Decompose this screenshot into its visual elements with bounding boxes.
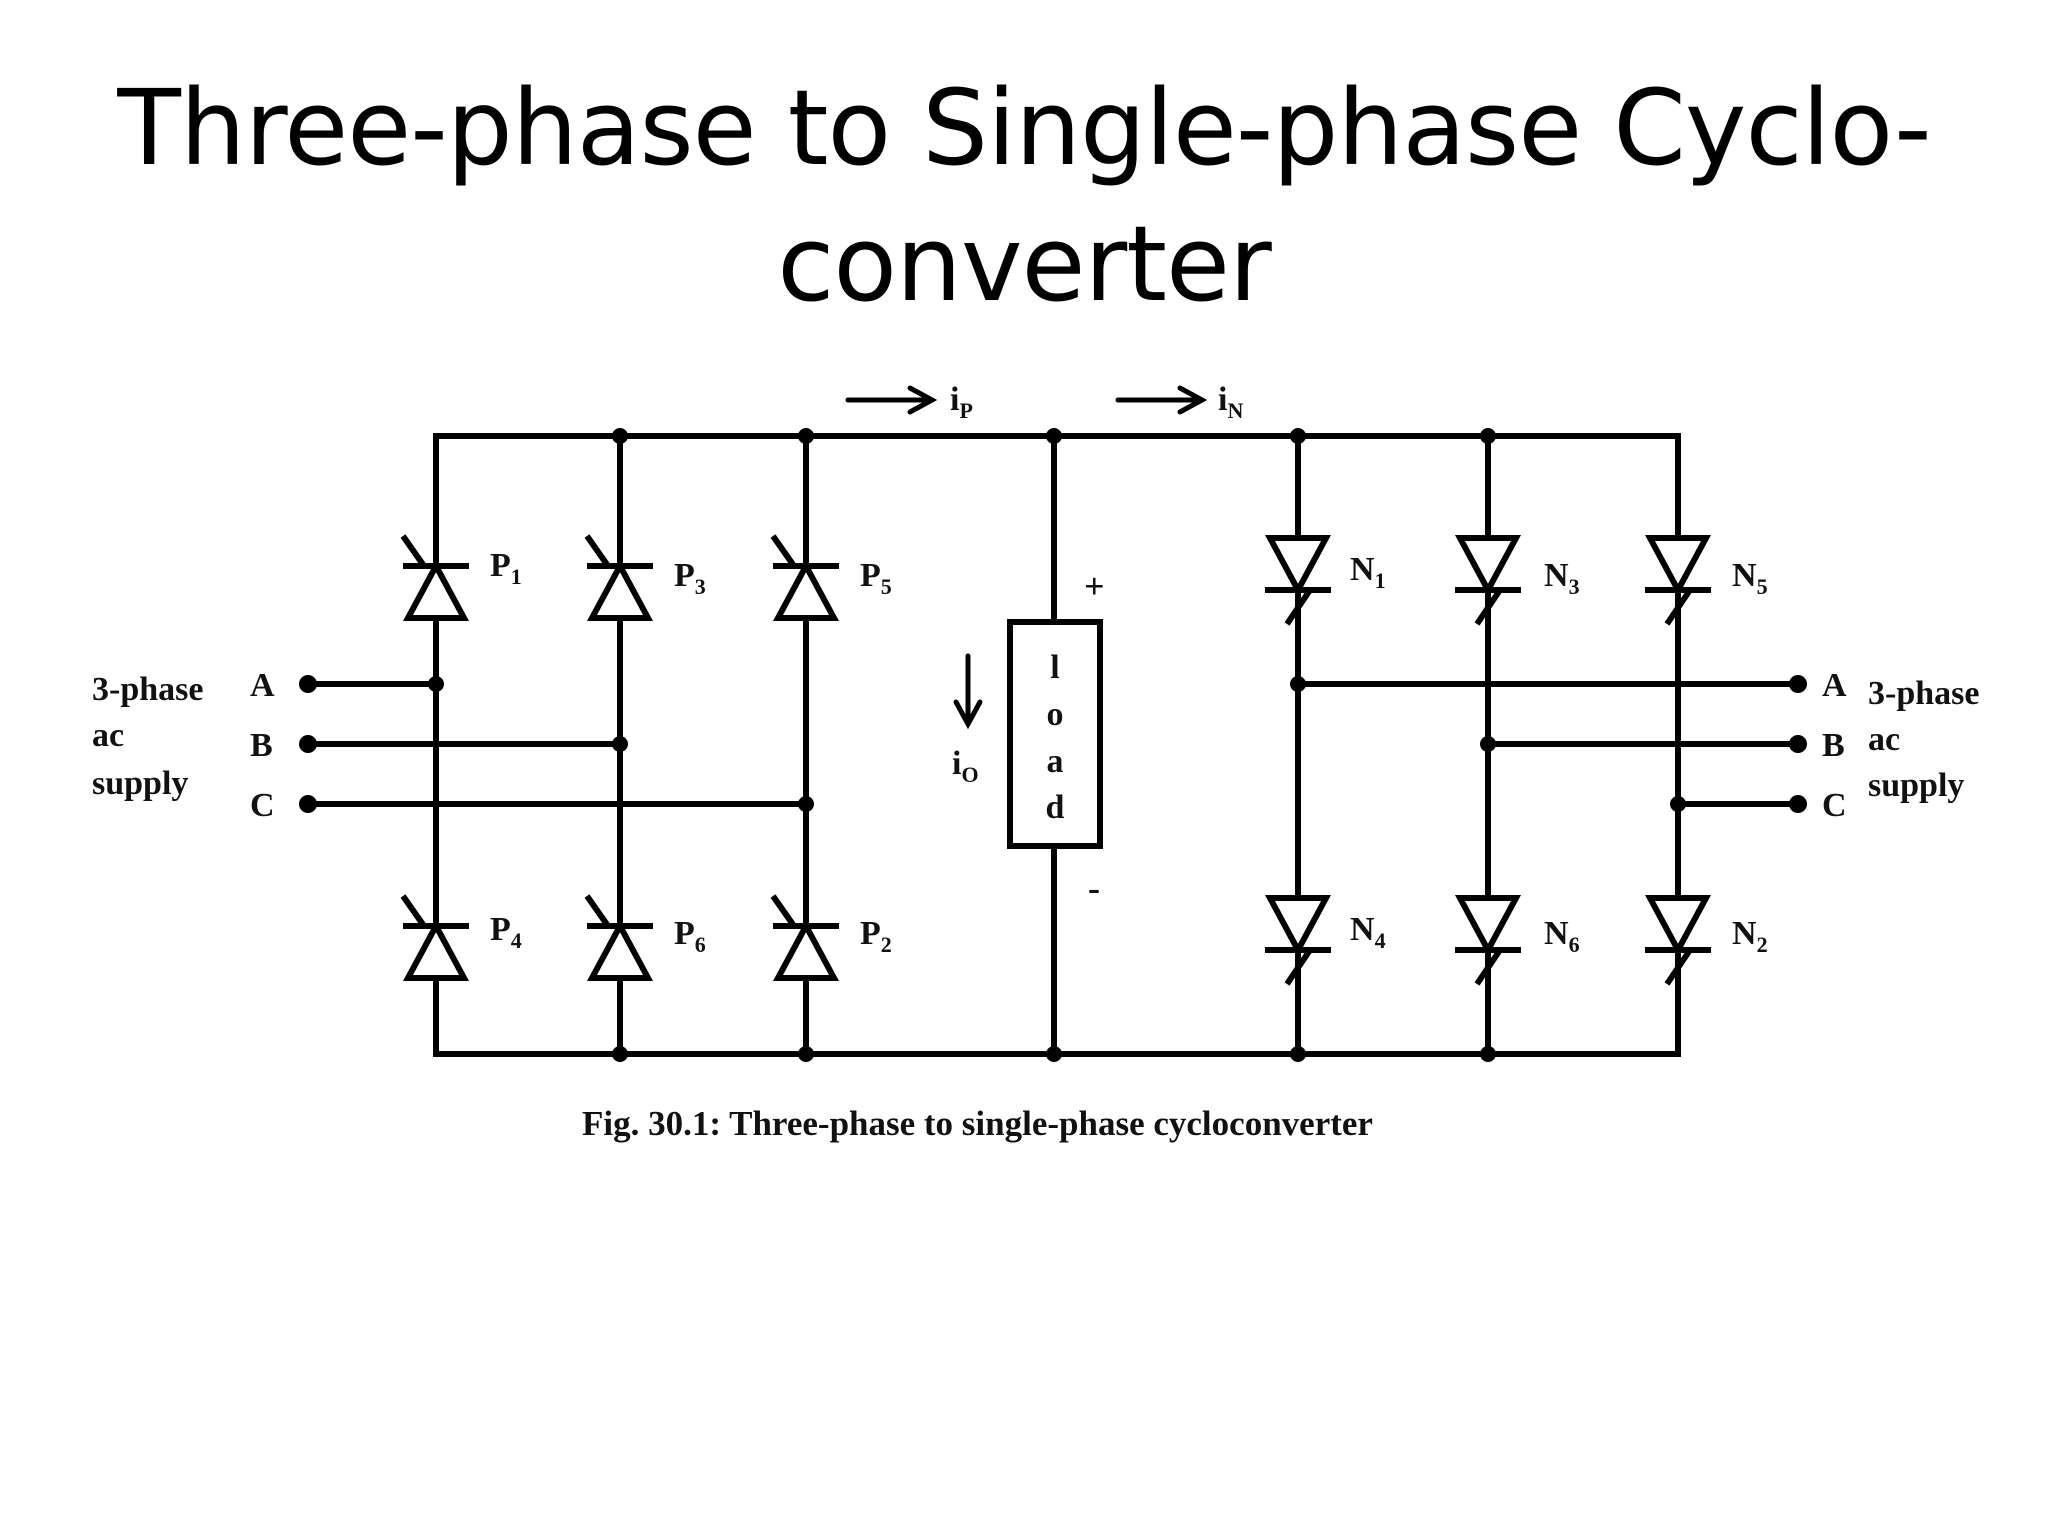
current-label-in: iN <box>1218 381 1243 423</box>
arrow-in-icon <box>1115 385 1208 415</box>
current-label-io: iO <box>952 745 979 787</box>
label-n1: N1 <box>1350 551 1386 593</box>
label-n4: N4 <box>1350 911 1386 953</box>
supply-terminals <box>299 675 1807 813</box>
label-n2: N2 <box>1732 915 1768 957</box>
title-line-2: converter <box>777 203 1272 325</box>
right-supply-line-1: 3-phase <box>1868 675 1979 712</box>
right-phase-c: C <box>1822 787 1847 824</box>
left-supply-line-2: ac <box>92 717 124 754</box>
label-p1: P1 <box>490 547 522 589</box>
thyristor-n5 <box>1645 538 1711 624</box>
left-phase-a: A <box>250 667 275 704</box>
label-p6: P6 <box>674 915 706 957</box>
load-box <box>1007 619 1103 849</box>
label-p4: P4 <box>490 911 522 953</box>
terminal-left-b <box>299 735 317 753</box>
thyristor-p2 <box>773 896 839 978</box>
thyristor-p6 <box>587 896 653 978</box>
left-phase-c: C <box>250 787 275 824</box>
terminal-left-a <box>299 675 317 693</box>
label-p2: P2 <box>860 915 892 957</box>
terminal-left-c <box>299 795 317 813</box>
thyristor-n3 <box>1455 538 1521 624</box>
thyristor-n1 <box>1265 538 1331 624</box>
right-phase-a: A <box>1822 667 1847 704</box>
label-n3: N3 <box>1544 557 1580 599</box>
figure-caption: Fig. 30.1: Three-phase to single-phase c… <box>582 1104 1373 1143</box>
thyristor-n4 <box>1265 898 1331 984</box>
junction-dots <box>428 428 1686 1062</box>
right-supply-line-2: ac <box>1868 721 1900 758</box>
label-n6: N6 <box>1544 915 1580 957</box>
thyristor-p4 <box>403 896 469 978</box>
terminal-right-a <box>1789 675 1807 693</box>
right-supply-label: 3-phase ac supply <box>1868 675 1979 804</box>
left-phase-b: B <box>250 727 273 764</box>
slide-title: Three-phase to Single-phase Cyclo- conve… <box>0 60 2048 332</box>
thyristor-p5 <box>773 536 839 618</box>
load-letter-3: a <box>1047 743 1064 780</box>
terminal-right-b <box>1789 735 1807 753</box>
thyristor-p1 <box>403 536 469 618</box>
label-n5: N5 <box>1732 557 1768 599</box>
load-letter-2: o <box>1047 696 1064 733</box>
load-minus-sign: - <box>1088 868 1100 908</box>
load-letter-4: d <box>1046 789 1065 826</box>
left-supply-label: 3-phase ac supply <box>92 671 203 802</box>
thyristor-n6 <box>1455 898 1521 984</box>
current-label-ip: iP <box>950 381 973 423</box>
right-supply-line-3: supply <box>1868 767 1964 804</box>
label-p3: P3 <box>674 557 706 599</box>
left-supply-line-3: supply <box>92 765 188 802</box>
thyristor-p3 <box>587 536 653 618</box>
load-letter-1: l <box>1050 649 1059 686</box>
title-line-1: Three-phase to Single-phase Cyclo- <box>117 67 1931 189</box>
thyristor-n2 <box>1645 898 1711 984</box>
terminal-right-c <box>1789 795 1807 813</box>
positive-group-thyristors <box>403 536 839 978</box>
negative-group-thyristors <box>1265 538 1711 984</box>
arrow-ip-icon <box>845 385 938 415</box>
current-arrows <box>845 385 1208 730</box>
label-p5: P5 <box>860 557 892 599</box>
load-plus-sign: + <box>1084 566 1105 606</box>
left-supply-line-1: 3-phase <box>92 671 203 708</box>
right-phase-b: B <box>1822 727 1845 764</box>
arrow-io-icon <box>953 653 983 730</box>
